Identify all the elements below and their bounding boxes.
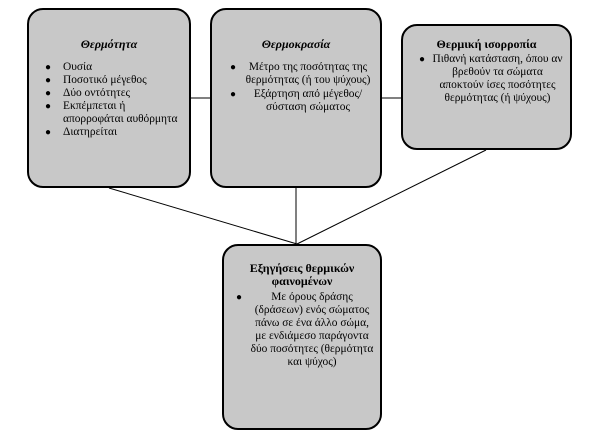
- heat-concept-box: Θερμότητα ● Ουσία ● Ποσοτικό μέγεθος ● Δύο …: [27, 8, 191, 188]
- temperature-items-list: ● Μέτρο της ποσότητας της θερμότητας (ή τ…: [218, 61, 374, 114]
- explanations-box-title: Εξηγήσεις θερμικών φαινομένων: [249, 261, 355, 288]
- temperature-item-text: Μέτρο της ποσότητας της θερμότητας (ή το…: [245, 61, 371, 86]
- heat-item: ● Ουσία: [35, 61, 183, 74]
- heat-item: ● Διατηρείται: [35, 126, 183, 139]
- connector-heat-explanations: [108, 187, 298, 245]
- equilibrium-items-list: ● Πιθανή κατάσταση, όπου αν βρεθούν τα σώ…: [409, 53, 564, 105]
- equilibrium-concept-box: Θερμική ισορροπία ● Πιθανή κατάσταση, όπο…: [401, 24, 572, 150]
- bullet-icon: ●: [230, 62, 237, 73]
- temperature-box-title: Θερμοκρασία: [261, 37, 331, 51]
- explanations-item-text: Με όρους δράσης (δράσεων) ενός σώματος π…: [250, 291, 374, 368]
- bullet-icon: ●: [45, 127, 52, 138]
- heat-item-text: Ποσοτικό μέγεθος: [63, 74, 147, 86]
- heat-item: ● Εκπέμπεται ή απορροφάται αυθόρμητα: [35, 100, 183, 126]
- equilibrium-item-text: Πιθανή κατάσταση, όπου αν βρεθούν τα σώμ…: [432, 53, 563, 104]
- explanations-items-list: ● Με όρους δράσης (δράσεων) ενός σώματος …: [230, 291, 374, 369]
- bullet-icon: ●: [45, 88, 52, 99]
- heat-box-title: Θερμότητα: [80, 37, 138, 51]
- bullet-icon: ●: [45, 101, 52, 112]
- connector-equilibrium-explanations: [296, 149, 487, 245]
- heat-item-text: Δύο οντότητες: [63, 87, 131, 99]
- bullet-icon: ●: [45, 62, 52, 73]
- temperature-item: ● Μέτρο της ποσότητας της θερμότητας (ή τ…: [218, 61, 374, 87]
- explanations-concept-box: Εξηγήσεις θερμικών φαινομένων ● Με όρους …: [222, 244, 382, 430]
- temperature-item-text: Εξάρτηση από μέγεθος/σύσταση σώματος: [253, 88, 363, 113]
- equilibrium-box-title: Θερμική ισορροπία: [436, 37, 537, 51]
- heat-items-list: ●Ουσία ●Ποσοτικό μέγεθος ●Δύο οντότητες …: [35, 61, 183, 139]
- heat-item-text: Ουσία: [63, 61, 93, 73]
- heat-item: ● Ποσοτικό μέγεθος: [35, 74, 183, 87]
- heat-item: ● Δύο οντότητες: [35, 87, 183, 100]
- heat-item-text: Διατηρείται: [63, 126, 118, 138]
- equilibrium-item: ● Πιθανή κατάσταση, όπου αν βρεθούν τα σώ…: [409, 53, 564, 105]
- temperature-concept-box: Θερμοκρασία ● Μέτρο της ποσότητας της θερ…: [210, 8, 382, 188]
- heat-item-text: Εκπέμπεται ή απορροφάται αυθόρμητα: [63, 100, 178, 125]
- bullet-icon: ●: [236, 292, 243, 303]
- temperature-item: ● Εξάρτηση από μέγεθος/σύσταση σώματος: [218, 88, 374, 114]
- bullet-icon: ●: [45, 75, 52, 86]
- bullet-icon: ●: [419, 54, 426, 65]
- bullet-icon: ●: [230, 89, 237, 100]
- explanations-item: ● Με όρους δράσης (δράσεων) ενός σώματος …: [230, 291, 374, 369]
